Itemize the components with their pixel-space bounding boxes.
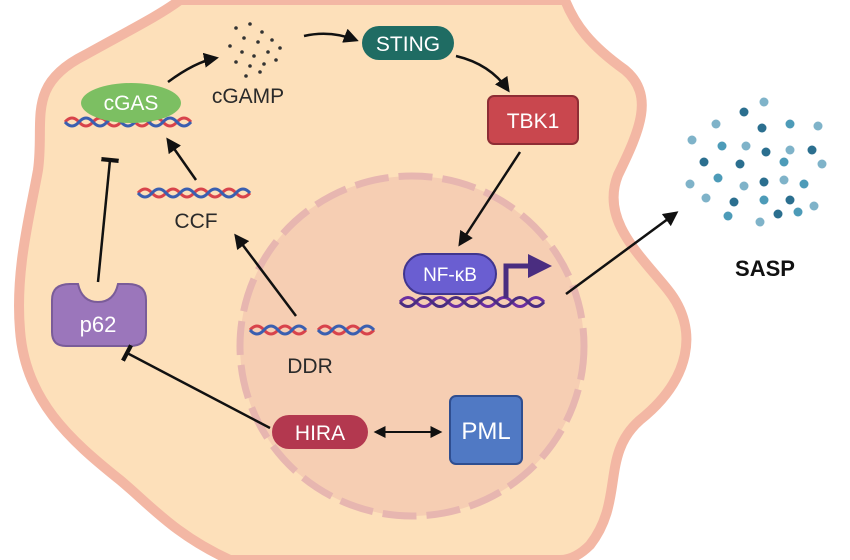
sasp-molecule bbox=[785, 145, 795, 155]
p62-label: p62 bbox=[80, 312, 117, 337]
sasp-molecule bbox=[729, 197, 739, 207]
inhibit-hira-to-p62 bbox=[121, 344, 271, 430]
cgamp-dots bbox=[228, 22, 282, 78]
cgamp-molecule bbox=[234, 60, 238, 64]
arrow-cgamp-to-sting bbox=[303, 28, 359, 43]
sasp-molecule bbox=[685, 179, 695, 189]
cgamp-molecule bbox=[240, 50, 244, 54]
cgamp-molecule bbox=[242, 36, 246, 40]
sasp-molecule bbox=[701, 193, 711, 203]
cgamp-molecule bbox=[278, 46, 282, 50]
sasp-molecule bbox=[711, 119, 721, 129]
cgamp-molecule bbox=[260, 30, 264, 34]
cgas-label: cGAS bbox=[104, 92, 159, 115]
cgamp-label: cGAMP bbox=[212, 85, 284, 108]
cgamp-molecule bbox=[266, 50, 270, 54]
sasp-molecule bbox=[713, 173, 723, 183]
nfkb-node: NF-κB bbox=[403, 253, 497, 295]
cgamp-molecule bbox=[256, 40, 260, 44]
arrow-ddr-to-ccf bbox=[234, 233, 297, 317]
ddr-dna-helix bbox=[248, 324, 376, 336]
cgamp-molecule bbox=[270, 38, 274, 42]
sasp-dots bbox=[685, 97, 827, 227]
p62-node: p62 bbox=[51, 283, 147, 347]
cgamp-molecule bbox=[244, 74, 248, 78]
pml-label: PML bbox=[461, 418, 510, 445]
nucleus bbox=[236, 172, 588, 520]
sasp-molecule bbox=[785, 119, 795, 129]
nfkb-dna-helix bbox=[398, 296, 546, 308]
ddr-label: DDR bbox=[287, 355, 333, 378]
cgamp-molecule bbox=[248, 22, 252, 26]
arrow-nfkb-to-sasp bbox=[565, 211, 679, 296]
sasp-molecule bbox=[735, 159, 745, 169]
transcription-start-icon bbox=[503, 254, 552, 298]
sasp-molecule bbox=[817, 159, 827, 169]
cgas-node: cGAS bbox=[81, 83, 181, 123]
sasp-molecule bbox=[773, 209, 783, 219]
ccf-dna-helix bbox=[136, 187, 252, 199]
cgamp-molecule bbox=[252, 54, 256, 58]
inhibit-p62-to-cgas bbox=[96, 157, 119, 283]
sasp-molecule bbox=[779, 175, 789, 185]
sasp-molecule bbox=[809, 201, 819, 211]
sting-node: STING bbox=[362, 26, 454, 60]
sasp-molecule bbox=[755, 217, 765, 227]
cgamp-molecule bbox=[228, 44, 232, 48]
sasp-molecule bbox=[799, 179, 809, 189]
cgamp-molecule bbox=[262, 62, 266, 66]
sting-label: STING bbox=[376, 33, 440, 56]
arrow-tbk1-to-nfkb bbox=[458, 151, 522, 247]
cgamp-molecule bbox=[234, 26, 238, 30]
hira-label: HIRA bbox=[295, 422, 345, 445]
arrow-sting-to-tbk1 bbox=[455, 54, 510, 93]
sasp-molecule bbox=[723, 211, 733, 221]
arrow-ccf-to-cgas bbox=[166, 137, 198, 181]
sasp-molecule bbox=[741, 141, 751, 151]
cgamp-molecule bbox=[274, 58, 278, 62]
sasp-molecule bbox=[759, 195, 769, 205]
sasp-molecule bbox=[759, 97, 769, 107]
tbk1-label: TBK1 bbox=[507, 110, 560, 133]
sasp-molecule bbox=[739, 107, 749, 117]
ccf-label: CCF bbox=[174, 210, 217, 233]
sasp-molecule bbox=[757, 123, 767, 133]
cgamp-molecule bbox=[248, 64, 252, 68]
sasp-molecule bbox=[739, 181, 749, 191]
sasp-molecule bbox=[779, 157, 789, 167]
sasp-molecule bbox=[785, 195, 795, 205]
pml-node: PML bbox=[449, 395, 523, 465]
arrow-cgas-to-cgamp bbox=[167, 52, 219, 84]
sasp-molecule bbox=[761, 147, 771, 157]
sasp-molecule bbox=[717, 141, 727, 151]
tbk1-node: TBK1 bbox=[487, 95, 579, 145]
cgamp-molecule bbox=[258, 70, 262, 74]
hira-node: HIRA bbox=[272, 415, 368, 449]
sasp-molecule bbox=[807, 145, 817, 155]
sasp-molecule bbox=[813, 121, 823, 131]
sasp-label: SASP bbox=[735, 256, 795, 281]
sasp-molecule bbox=[793, 207, 803, 217]
sasp-molecule bbox=[759, 177, 769, 187]
sasp-molecule bbox=[687, 135, 697, 145]
nfkb-label: NF-κB bbox=[423, 265, 477, 286]
sasp-molecule bbox=[699, 157, 709, 167]
